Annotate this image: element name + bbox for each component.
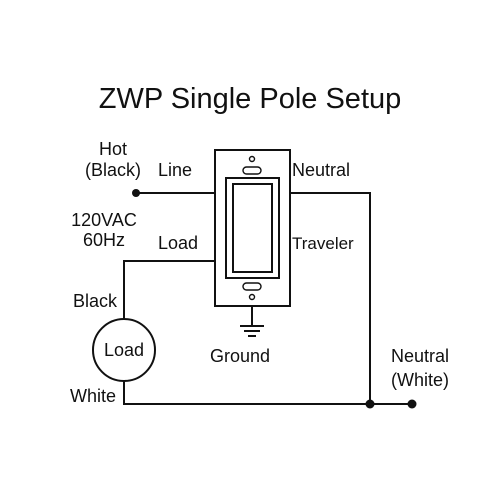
- load-terminal-label: Load: [158, 233, 198, 253]
- neutral-end-dot: [407, 399, 417, 409]
- neutral-junction-dot: [365, 399, 375, 409]
- load-lamp-label: Load: [104, 340, 144, 360]
- white-label: White: [70, 386, 116, 406]
- frequency-label: 60Hz: [83, 230, 125, 250]
- traveler-label: Traveler: [292, 234, 354, 253]
- diagram-title: ZWP Single Pole Setup: [99, 83, 402, 115]
- switch-device: [214, 149, 291, 307]
- hot-color-label: (Black): [85, 160, 141, 180]
- white-wire: [123, 381, 412, 405]
- top-mount-screw: [248, 155, 256, 163]
- voltage-label: 120VAC: [71, 210, 137, 230]
- neutral-top-label: Neutral: [292, 160, 350, 180]
- ground-label: Ground: [210, 346, 270, 366]
- black-label: Black: [73, 291, 118, 311]
- load-wire: [123, 260, 215, 320]
- line-label: Line: [158, 160, 192, 180]
- bottom-screw-slot: [242, 282, 262, 291]
- neutral-bottom-color-label: (White): [391, 370, 449, 390]
- rocker-paddle: [232, 183, 273, 273]
- hot-label: Hot: [99, 139, 127, 159]
- ground-icon: [240, 325, 264, 337]
- hot-terminal-dot: [132, 189, 140, 197]
- bottom-mount-screw: [248, 293, 256, 301]
- top-screw-slot: [242, 166, 262, 175]
- neutral-bottom-label: Neutral: [391, 346, 449, 366]
- neutral-wire: [290, 192, 371, 404]
